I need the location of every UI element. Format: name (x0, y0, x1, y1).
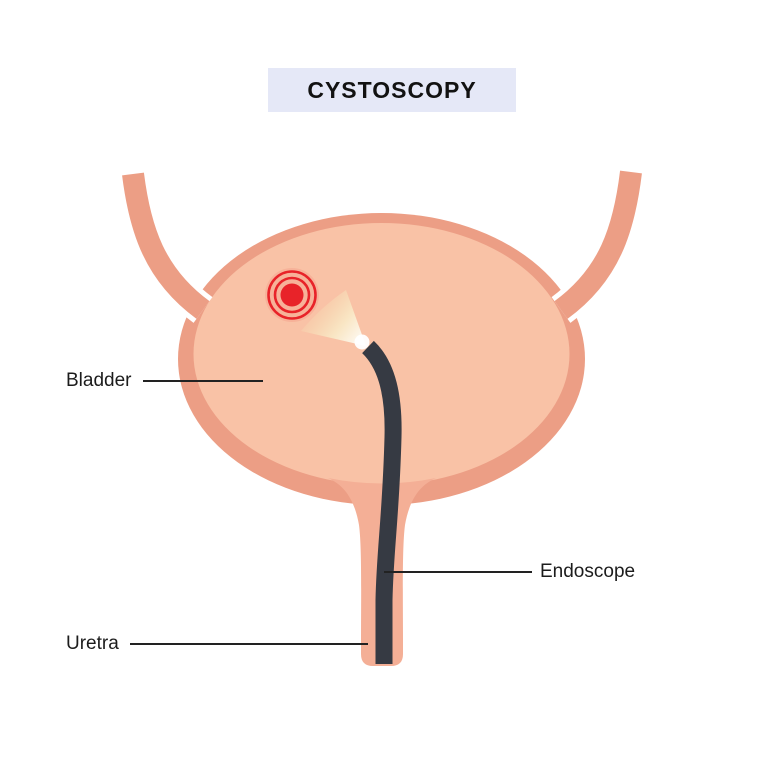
page-title-text: CYSTOSCOPY (307, 76, 477, 103)
endoscope-label: Endoscope (540, 561, 636, 582)
light-beam-icon (301, 290, 366, 346)
page-title: CYSTOSCOPY (268, 68, 516, 112)
lesion-target-icon (265, 268, 319, 322)
lesion-middle-ring (273, 276, 311, 314)
left-ureter (122, 172, 210, 319)
right-ureter (554, 170, 642, 319)
endoscope-light-icon (354, 334, 370, 350)
endoscope-tube (361, 340, 402, 664)
bladder-label: Bladder (66, 370, 132, 391)
uretra-label: Uretra (66, 633, 119, 654)
lesion-core (280, 283, 304, 307)
lesion-outer-ring (267, 270, 317, 320)
